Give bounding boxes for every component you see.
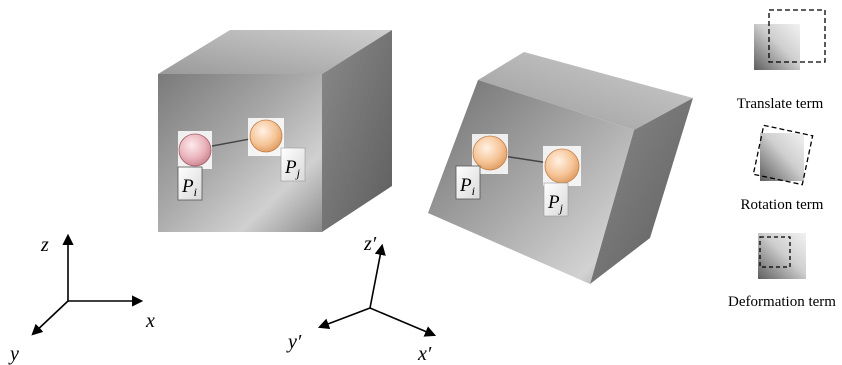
legend-rotation: Rotation term [741, 124, 824, 213]
cube-top-face [158, 30, 392, 74]
legend-translate: Translate term [737, 9, 826, 112]
cube-front-face [428, 80, 634, 284]
particle-pi-left [178, 133, 212, 167]
swatch-translate [754, 24, 800, 70]
label-box-pj-right [543, 182, 569, 217]
cube-side-face [590, 98, 693, 284]
transformed-cube [428, 52, 693, 284]
axis-y [31, 300, 69, 336]
axis-label-y-prime: y′ [286, 331, 302, 353]
particle-pi-right [472, 135, 508, 171]
legend-label-rotation: Rotation term [741, 197, 824, 213]
axis-label-z: z [40, 234, 49, 256]
swatch-deformation-outline [759, 236, 791, 268]
swatch-deformation [758, 233, 806, 279]
label-pj-left: Pj [284, 157, 301, 180]
legend-label-deformation: Deformation term [728, 294, 836, 310]
axes-transformed [317, 243, 437, 337]
label-box-pj-left [280, 147, 306, 182]
label-box-pi-left [177, 166, 203, 201]
cube-top-face [478, 52, 693, 130]
axis-label-x: x [145, 310, 155, 332]
axis-y-prime [317, 307, 371, 330]
axes-original [31, 233, 144, 336]
swatch-rotation-outline [752, 124, 814, 186]
swatch-rotation [760, 133, 804, 181]
axis-label-x-prime: x′ [417, 343, 432, 365]
axis-label-z-prime: z′ [363, 233, 377, 255]
particle-pj-left [249, 119, 283, 153]
swatch-translate-outline [768, 9, 826, 63]
label-box-pi-right [455, 165, 481, 200]
axis-label-y: y [8, 343, 19, 365]
label-pi-right: Pi [459, 175, 475, 198]
label-pi-left: Pi [181, 176, 197, 199]
cube-side-face [322, 30, 392, 232]
axis-x-prime [369, 307, 437, 337]
legend-label-translate: Translate term [737, 96, 824, 112]
axis-z-prime [369, 243, 386, 309]
legend-deformation: Deformation term [728, 233, 836, 310]
label-pj-right: Pj [547, 192, 564, 215]
particle-pj-right [544, 148, 580, 184]
